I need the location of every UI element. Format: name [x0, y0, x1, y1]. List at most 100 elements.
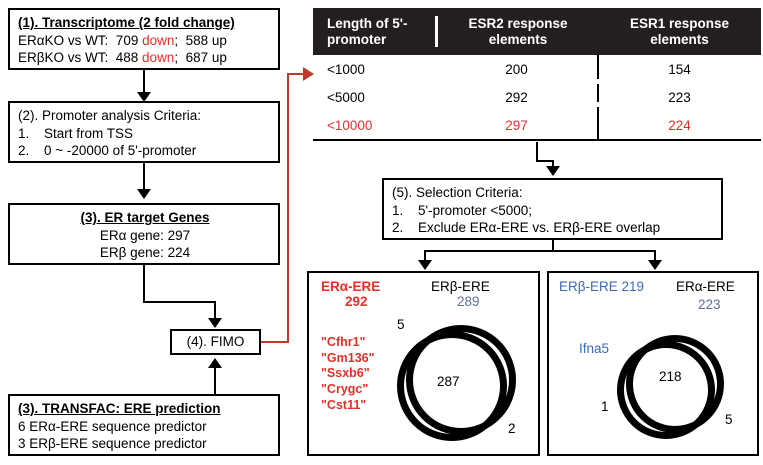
venn-left-gene-list: "Cfhr1" "Gm136" "Ssxb6" "Crygc" "Cst11" [321, 335, 375, 412]
venn-right-outer-left-count: 1 [601, 399, 609, 414]
transcriptome-l1-b: ; 588 up [174, 32, 227, 48]
cell-promoter-length: <10000 [327, 117, 373, 133]
box-transfac-line2: 3 ERβ-ERE sequence predictor [18, 436, 207, 452]
connector-fimo-to-table-arrow [303, 67, 314, 81]
box-transcriptome: (1). Transcriptome (2 fold change) ERαKO… [8, 8, 280, 70]
cell-esr2-count: 297 [505, 117, 528, 133]
connector-5-split-right-drop [654, 250, 656, 262]
venn-left-center-count: 287 [437, 374, 460, 389]
box-transcriptome-line2: ERβKO vs WT: 488 down; 687 up [18, 49, 272, 67]
connector-transfac-to-fimo-line [214, 368, 216, 394]
selection-criteria-item-2-text: Exclude ERα-ERE vs. ERβ-ERE overlap [418, 220, 661, 236]
connector-table-to-5-seg1 [536, 142, 538, 162]
connector-fimo-to-table-seg3 [287, 73, 305, 75]
venn-left-label-b: ERβ-ERE [431, 279, 490, 294]
connector-transfac-to-fimo-arrow [208, 358, 222, 368]
cell-esr1-count: 154 [668, 61, 691, 77]
table-row-highlighted: <10000 297 224 [313, 111, 761, 139]
promoter-criteria-item-2: 2. 0 ~ -20000 of 5'-promoter [18, 142, 272, 160]
connector-fimo-to-table-seg1 [261, 341, 289, 343]
venn-right-label-b: ERα-ERE [676, 279, 735, 294]
venn-right-outer-right-count: 5 [725, 412, 733, 427]
table-header-row: Length of 5'- promoter ESR2 response ele… [313, 8, 761, 55]
box-er-target-genes-line1: ERα gene: 297 [99, 227, 191, 243]
cell-promoter-length: <5000 [327, 89, 365, 105]
table-column-divider-segment [597, 107, 599, 139]
panel-venn-right: ERβ-ERE 219 ERα-ERE 223 Ifna5 1 218 5 [547, 271, 759, 456]
connector-3-to-4-seg2 [143, 301, 216, 303]
table-column-divider-segment [597, 55, 599, 79]
venn-right-label-a: ERβ-ERE 219 [559, 279, 645, 294]
connector-2-to-3-line [143, 163, 145, 191]
promoter-criteria-item-2-text: 0 ~ -20000 of 5'-promoter [44, 143, 197, 159]
transcriptome-l1-a: ERαKO vs WT: 709 [18, 32, 143, 48]
venn-right-gene-label: Ifna5 [579, 341, 610, 356]
cell-esr2-count: 292 [505, 89, 528, 105]
box-selection-criteria: (5). Selection Criteria: 1. 5'-promoter … [382, 178, 723, 240]
transcriptome-l1-down: down [142, 32, 175, 48]
venn-left-count-a: 292 [345, 294, 368, 309]
connector-3-to-4-seg3 [214, 301, 216, 321]
venn-left-label-a: ERα-ERE [321, 279, 381, 294]
cell-esr1-count: 223 [668, 89, 691, 105]
table-header-esr1: ESR1 response elements [629, 15, 730, 47]
box-er-target-genes: (3). ER target Genes ERα gene: 297 ERβ g… [8, 203, 280, 265]
connector-table-to-5-arrow [546, 166, 560, 176]
table-header-esr2: ESR2 response elements [435, 15, 598, 48]
transcriptome-l2-b: ; 687 up [174, 50, 227, 66]
cell-esr2-count: 200 [505, 61, 528, 77]
selection-criteria-item-1: 1. 5'-promoter <5000; [392, 202, 715, 220]
box-transcriptome-title: (1). Transcriptome (2 fold change) [18, 15, 235, 30]
box-promoter-criteria-title: (2). Promoter analysis Criteria: [18, 108, 202, 123]
venn-left-count-b: 289 [457, 294, 480, 309]
box-transfac-title: (3). TRANSFAC: ERE prediction [18, 401, 221, 416]
connector-5-split-left-drop [424, 250, 426, 262]
venn-left-outer-left-count: 5 [397, 317, 405, 332]
connector-2-to-3-arrow [137, 189, 151, 199]
table-row: <5000 292 223 [313, 83, 761, 111]
box-fimo: (4). FIMO [170, 329, 261, 355]
transcriptome-l2-a: ERβKO vs WT: 488 [18, 50, 143, 66]
cell-promoter-length: <1000 [327, 61, 365, 77]
connector-table-to-5-seg2 [536, 160, 554, 162]
box-selection-criteria-title: (5). Selection Criteria: [392, 185, 523, 200]
response-elements-table: Length of 5'- promoter ESR2 response ele… [313, 8, 761, 141]
connector-3-to-4-arrow [208, 318, 222, 328]
promoter-criteria-item-1-num: 1. [18, 125, 30, 141]
box-transfac: (3). TRANSFAC: ERE prediction 6 ERα-ERE … [8, 394, 280, 456]
transcriptome-l2-down: down [142, 50, 175, 66]
selection-criteria-item-1-text: 5'-promoter <5000; [418, 202, 533, 218]
connector-fimo-to-table-seg2 [287, 74, 289, 343]
venn-right-circle-b [626, 335, 724, 433]
venn-right-center-count: 218 [659, 369, 682, 384]
connector-1-to-2-arrow [137, 92, 151, 102]
table-body: <1000 200 154 <5000 292 223 <10000 297 2… [313, 55, 761, 141]
selection-criteria-item-1-num: 1. [392, 202, 404, 218]
table-header-promoter-length: Length of 5'- promoter [327, 15, 408, 47]
promoter-criteria-item-1-text: Start from TSS [44, 125, 134, 141]
connector-table-to-5-seg3 [552, 160, 554, 168]
table-column-divider-segment [597, 84, 599, 102]
box-fimo-label: (4). FIMO [186, 334, 245, 349]
connector-5-split-stem [552, 240, 554, 252]
venn-left-outer-right-count: 2 [508, 421, 516, 436]
cell-esr1-count: 224 [668, 117, 691, 133]
box-er-target-genes-title: (3). ER target Genes [80, 210, 210, 225]
venn-right-count-b: 223 [698, 297, 721, 312]
connector-3-to-4-seg1 [143, 265, 145, 303]
venn-left-circle-b [406, 325, 516, 435]
box-transfac-line1: 6 ERα-ERE sequence predictor [18, 418, 207, 434]
selection-criteria-item-2: 2. Exclude ERα-ERE vs. ERβ-ERE overlap [392, 219, 715, 237]
box-er-target-genes-line2: ERβ gene: 224 [99, 245, 191, 261]
selection-criteria-item-2-num: 2. [392, 220, 404, 236]
table-row: <1000 200 154 [313, 55, 761, 83]
promoter-criteria-item-1: 1. Start from TSS [18, 125, 272, 143]
box-promoter-criteria: (2). Promoter analysis Criteria: 1. Star… [8, 101, 280, 163]
panel-venn-left: ERα-ERE 292 ERβ-ERE 289 "Cfhr1" "Gm136" … [307, 271, 540, 456]
connector-5-split-bar [424, 250, 656, 252]
connector-5-to-right-panel-arrow [648, 260, 662, 270]
connector-1-to-2-line [143, 70, 145, 94]
box-transcriptome-line1: ERαKO vs WT: 709 down; 588 up [18, 32, 272, 50]
promoter-criteria-item-2-num: 2. [18, 143, 30, 159]
